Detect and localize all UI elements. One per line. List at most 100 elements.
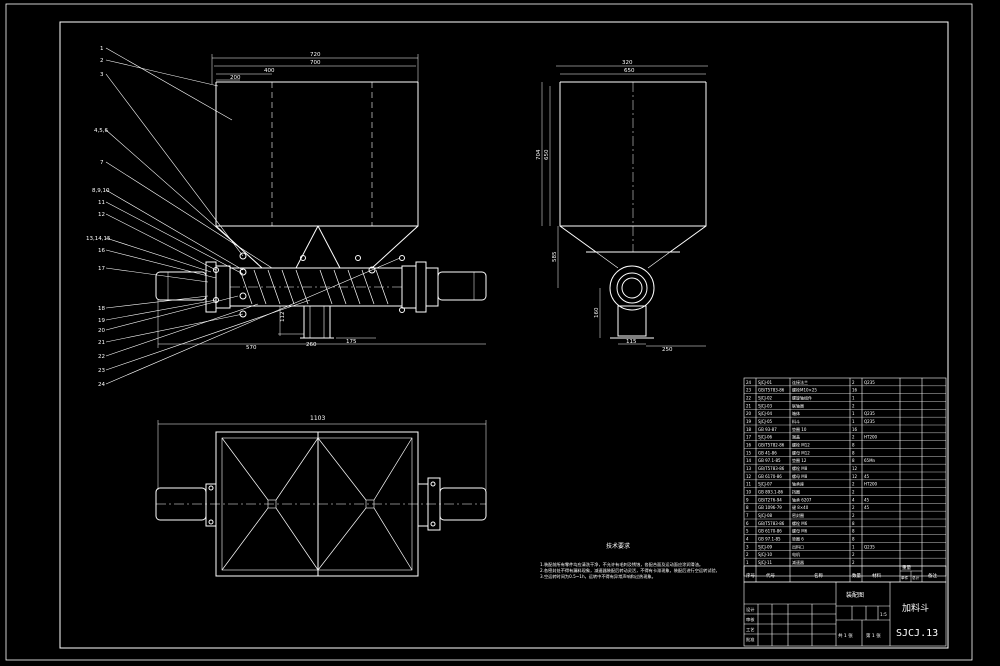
parts-cell: 17 — [746, 435, 752, 440]
drawing-name: 加料斗 — [902, 602, 929, 614]
side-view — [541, 65, 708, 347]
dim-side-650: 650 — [544, 149, 550, 160]
dim-bottom-570: 570 — [246, 345, 257, 351]
parts-cell: 端盖 — [792, 434, 800, 440]
leader-label: 20 — [98, 328, 105, 334]
parts-cell: 2 — [852, 552, 855, 557]
role-process: 工艺 — [746, 627, 754, 632]
parts-cell: 2 — [852, 490, 855, 495]
parts-cell: 连接法兰 — [792, 379, 808, 385]
parts-cell: 垫圈 10 — [792, 426, 807, 432]
leader-label: 24 — [98, 382, 105, 388]
parts-cell: 21 — [746, 403, 752, 408]
parts-cell: 1 — [746, 560, 749, 565]
parts-cell: 料斗 — [792, 418, 800, 424]
assembly-label: 装配图 — [846, 591, 864, 599]
parts-cell: 出料口 — [792, 543, 804, 549]
leader-label: 17 — [98, 266, 105, 272]
parts-cell: 1 — [852, 544, 855, 549]
parts-cell: 18 — [746, 427, 752, 432]
parts-cell: GB/T5783-86 — [758, 521, 785, 526]
parts-cell: GB 41-86 — [758, 450, 777, 455]
parts-cell: 电机 — [792, 551, 800, 557]
header-no: 序号 — [746, 572, 755, 579]
side-dimensions: 320 650 704 650 585 160 115 250 — [536, 60, 673, 353]
parts-cell: 8 — [852, 458, 855, 463]
parts-cell: 5 — [746, 529, 749, 534]
header-name: 名称 — [814, 572, 823, 579]
parts-cell: SJCJ-09 — [758, 544, 773, 549]
parts-cell: GB/T5782-86 — [758, 443, 785, 448]
parts-cell: 8 — [852, 521, 855, 526]
leader-label: 23 — [98, 368, 105, 374]
parts-cell: 16 — [852, 388, 858, 393]
dim-bottom-112: 112 — [280, 312, 286, 323]
parts-cell: GB 893.1-86 — [758, 490, 784, 495]
parts-cell: SJCJ-03 — [758, 403, 773, 408]
parts-cell: 13 — [746, 466, 752, 471]
leader-label: 1 — [100, 46, 104, 52]
parts-cell: Q235 — [864, 419, 875, 424]
parts-cell: Q235 — [864, 380, 875, 385]
parts-cell: GB 93-87 — [758, 427, 777, 432]
dim-bottom-175: 175 — [346, 339, 357, 345]
parts-cell: SJCJ-01 — [758, 380, 773, 385]
parts-cell: 6 — [746, 521, 749, 526]
parts-cell: 8 — [852, 443, 855, 448]
parts-cell: 8 — [852, 537, 855, 542]
parts-cell: 8 — [852, 450, 855, 455]
parts-cell: 12 — [852, 466, 858, 471]
parts-cell: 8 — [852, 529, 855, 534]
parts-header-row: 序号 代号 名称 数量 材料 重量 单件 总计 备注 — [743, 564, 947, 583]
parts-cell: GB/T5783-86 — [758, 388, 785, 393]
parts-cell: GB/T5783-86 — [758, 466, 785, 471]
outer-border — [5, 3, 973, 661]
parts-cell: 垫圈 6 — [792, 536, 804, 542]
parts-cell: 减速器 — [792, 559, 804, 565]
leader-label: 8,9,10 — [92, 188, 110, 194]
sheet-no: 第 1 张 — [866, 632, 881, 639]
dim-front-400: 400 — [264, 68, 275, 74]
parts-cell: 1 — [852, 411, 855, 416]
parts-cell: GB 6170-86 — [758, 529, 782, 534]
dim-side-250: 250 — [662, 347, 673, 353]
header-unit: 单件 — [901, 575, 909, 580]
parts-cell: 3 — [746, 544, 749, 549]
parts-cell: 16 — [746, 443, 752, 448]
dim-bottom-260: 260 — [306, 342, 317, 348]
header-total: 总计 — [912, 575, 920, 580]
parts-cell: 4 — [852, 497, 855, 502]
parts-cell: 箱体 — [792, 410, 800, 416]
parts-cell: Q235 — [864, 411, 875, 416]
leader-label: 13,14,15 — [86, 236, 111, 242]
parts-cell: SJCJ-02 — [758, 396, 773, 401]
tech-req-line: 3.空运转时间为0.5~1h，运转中不得有异常声响和过热现象。 — [540, 573, 656, 580]
parts-cell: SJCJ-04 — [758, 411, 773, 416]
dim-side-115: 115 — [626, 339, 637, 345]
parts-cell: HT200 — [864, 435, 878, 440]
parts-cell: SJCJ-06 — [758, 435, 773, 440]
sheet-total: 共 1 张 — [838, 632, 853, 639]
dim-side-total: 320 — [622, 60, 633, 66]
header-qty: 数量 — [852, 572, 861, 579]
parts-cell: SJCJ-11 — [758, 560, 773, 565]
parts-cell: 4 — [746, 537, 749, 542]
parts-cell: 螺栓M10×25 — [792, 387, 817, 393]
parts-cell: 14 — [746, 458, 752, 463]
dim-side-160: 160 — [594, 307, 600, 318]
front-view — [155, 54, 487, 348]
dim-plan-total: 1103 — [310, 415, 325, 422]
parts-cell: 螺栓 M8 — [792, 465, 808, 471]
parts-cell: 7 — [746, 513, 749, 518]
leader-label: 16 — [98, 248, 105, 254]
parts-cell: 螺栓 M6 — [792, 520, 808, 526]
parts-cell: 2 — [852, 505, 855, 510]
parts-cell: 10 — [746, 490, 752, 495]
title-block — [743, 581, 947, 647]
parts-cell: 15 — [746, 450, 752, 455]
header-weight: 重量 — [902, 564, 911, 571]
leader-label: 19 — [98, 318, 105, 324]
parts-cell: GB/T276-94 — [758, 497, 782, 502]
leader-label: 2 — [100, 58, 104, 64]
parts-cell: SJCJ-05 — [758, 419, 773, 424]
